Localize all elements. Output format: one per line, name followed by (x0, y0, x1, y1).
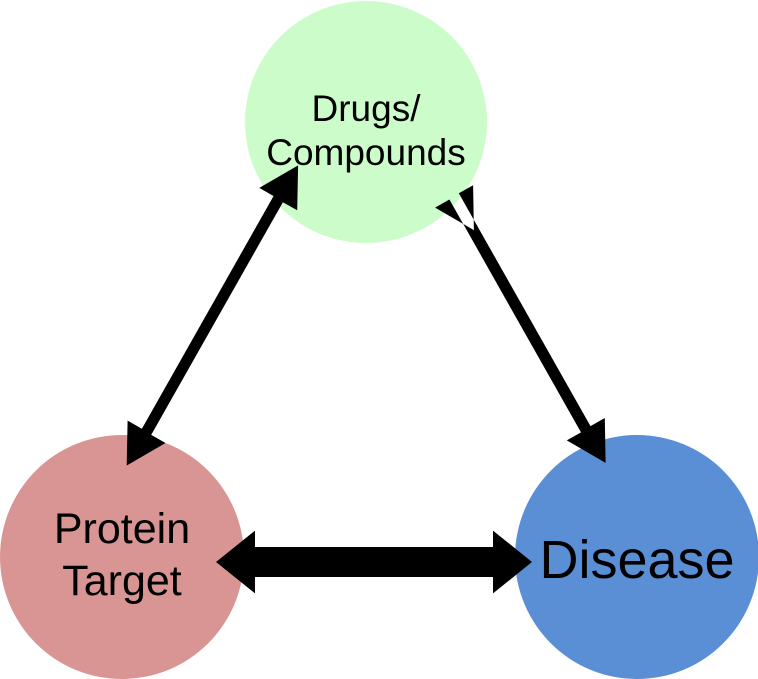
node-drugs-label-line1: Drugs/ (311, 87, 421, 129)
node-drugs-label: Drugs/ Compounds (245, 20, 487, 242)
node-disease-label: Disease (514, 440, 758, 679)
node-protein-circle (0, 435, 244, 679)
node-drugs-circle (245, 1, 487, 243)
node-protein-label: Protein Target (0, 436, 244, 676)
arrow-drugs-disease (435, 185, 606, 463)
arrow-drugs-protein (126, 165, 299, 466)
node-protein-label-line2: Target (62, 557, 182, 605)
arrow-protein-disease (216, 530, 532, 594)
node-disease-circle (515, 435, 758, 679)
node-protein-label-line1: Protein (53, 505, 191, 554)
node-drugs-label-line2: Compounds (266, 132, 466, 173)
node-disease-label-line1: Disease (539, 529, 735, 590)
